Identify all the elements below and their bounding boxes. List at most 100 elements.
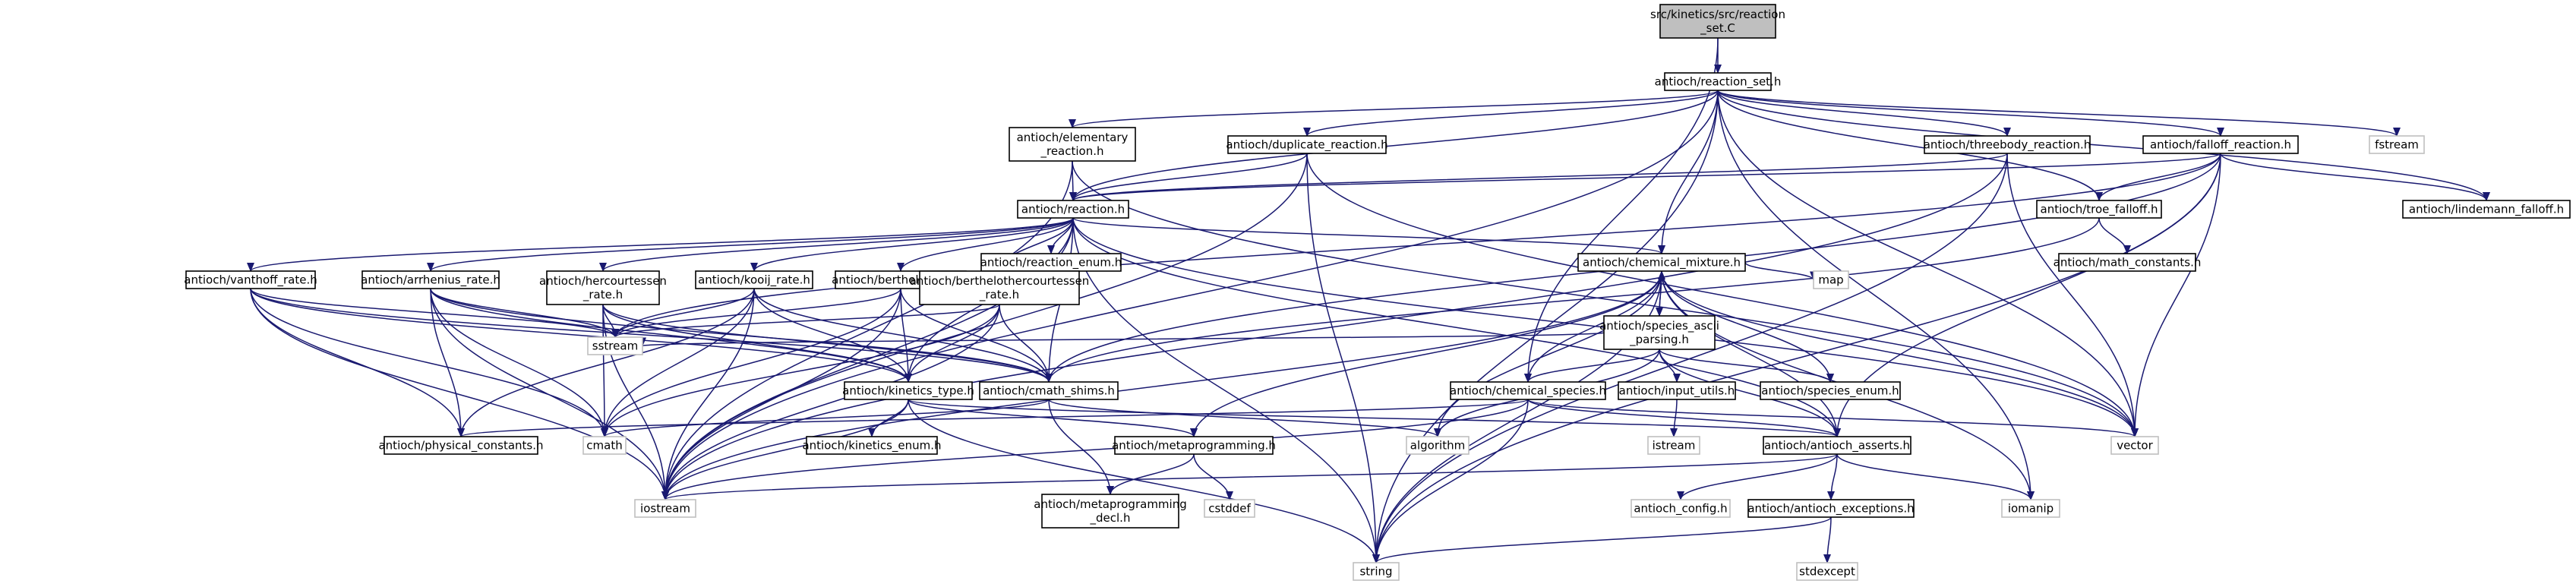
node-box xyxy=(1577,253,1746,272)
edge-kinetics_type-to-kinetics_enum xyxy=(868,399,909,437)
edge-arrhenius-to-physical_constants xyxy=(430,288,465,437)
node-box xyxy=(1603,315,1716,350)
node-cmath-shims[interactable]: antioch/cmath_shims.h xyxy=(979,381,1119,400)
node-physical-constants[interactable]: antioch/physical_constants.h xyxy=(378,436,544,455)
edge-arrow xyxy=(1524,349,1660,383)
node-box xyxy=(1227,135,1387,154)
edge-arrow xyxy=(1303,90,1719,137)
edge-arrow xyxy=(602,304,912,383)
edge-falloff-to-troe xyxy=(2095,153,2221,201)
edge-arrow xyxy=(430,288,669,500)
node-label: antioch/troe_falloff.h xyxy=(2041,203,2158,217)
node-box xyxy=(1618,381,1736,400)
node-species-ascii[interactable]: antioch/species_ascii_parsing.h xyxy=(1599,315,1719,350)
node-reaction-enum[interactable]: antioch/reaction_enum.h xyxy=(980,253,1122,272)
node-math-constants[interactable]: antioch/math_constants.h xyxy=(2054,253,2202,272)
node-label: antioch/math_constants.h xyxy=(2054,256,2202,270)
node-label: istream xyxy=(1653,439,1696,453)
edge-kinetics_type-to-string xyxy=(908,399,1380,563)
node-iostream: iostream xyxy=(634,499,696,518)
edge-chemical_mixture-to-species_enum xyxy=(1661,270,1834,383)
node-species-enum[interactable]: antioch/species_enum.h xyxy=(1760,381,1901,400)
edge-reaction_set-to-duplicate xyxy=(1303,90,1719,137)
node-metaprogramming-decl[interactable]: antioch/metaprogramming_decl.h xyxy=(1034,494,1187,529)
node-arrhenius[interactable]: antioch/arrhenius_rate.h xyxy=(361,270,500,289)
edge-vanthoff-to-cmath_shims xyxy=(250,288,1053,383)
node-antioch-exceptions[interactable]: antioch/antioch_exceptions.h xyxy=(1747,499,1915,518)
edge-chemical_species-to-physical_constants xyxy=(457,399,1529,437)
edge-arrow xyxy=(908,399,1841,437)
edge-threebody-to-string xyxy=(1372,153,2008,563)
node-berthelothercourtessen[interactable]: antioch/berthelothercourtessen_rate.h xyxy=(910,270,1090,305)
node-label: antioch/reaction.h xyxy=(1021,203,1125,216)
node-vanthoff[interactable]: antioch/vanthoff_rate.h xyxy=(184,270,317,289)
edge-arrow xyxy=(457,399,1529,437)
edge-troe-to-math_constants xyxy=(2098,217,2131,254)
node-threebody[interactable]: antioch/threebody_reaction.h xyxy=(1924,135,2091,154)
edge-arrow xyxy=(250,288,608,437)
node-antioch-asserts[interactable]: antioch/antioch_asserts.h xyxy=(1763,436,1911,455)
node-input-utils[interactable]: antioch/input_utils.h xyxy=(1618,381,1736,400)
node-reaction-set[interactable]: antioch/reaction_set.h xyxy=(1655,72,1782,91)
edge-arrow xyxy=(1661,270,1841,437)
edge-arrow xyxy=(661,288,901,500)
node-fstream: fstream xyxy=(2369,135,2425,154)
edge-falloff-to-lindemann xyxy=(2220,153,2490,201)
node-hercourtessen[interactable]: antioch/hercourtessen_rate.h xyxy=(539,270,667,305)
edge-chemical_species-to-vector xyxy=(1527,399,2139,437)
edge-reaction_set-to-troe xyxy=(1717,90,2103,201)
edge-arrow xyxy=(1659,349,1834,383)
node-label: antioch/physical_constants.h xyxy=(378,439,543,453)
edge-arrow xyxy=(2131,153,2221,437)
node-falloff[interactable]: antioch/falloff_reaction.h xyxy=(2142,135,2299,154)
edge-arrow xyxy=(430,288,465,437)
edge-metaprogramming-to-metaprogramming_decl xyxy=(1106,453,1195,495)
node-reaction[interactable]: antioch/reaction.h xyxy=(1017,200,1129,219)
edge-threebody-to-vector xyxy=(2006,153,2139,437)
node-troe[interactable]: antioch/troe_falloff.h xyxy=(2036,200,2162,219)
edge-arrow xyxy=(601,288,755,437)
edge-arrhenius-to-sstream xyxy=(430,288,619,338)
node-lindemann[interactable]: antioch/lindemann_falloff.h xyxy=(2402,200,2571,219)
edge-chemical_species-to-antioch_asserts xyxy=(1527,399,1841,437)
node-label: cmath xyxy=(586,439,622,453)
node-box xyxy=(1659,4,1776,39)
node-duplicate[interactable]: antioch/duplicate_reaction.h xyxy=(1226,135,1388,154)
edge-arrow xyxy=(1527,399,2139,437)
node-main[interactable]: src/kinetics/src/reaction_set.C xyxy=(1650,4,1785,39)
node-label: stdexcept xyxy=(1799,565,1855,579)
node-label: antioch/falloff_reaction.h xyxy=(2150,138,2291,153)
edge-arrow xyxy=(1190,270,1662,437)
node-box xyxy=(185,270,316,289)
node-label: antioch/metaprogramming.h xyxy=(1112,439,1276,453)
edge-falloff-to-vector xyxy=(2131,153,2221,437)
edge-arrhenius-to-cmath xyxy=(430,288,608,437)
node-kinetics-type[interactable]: antioch/kinetics_type.h xyxy=(842,381,974,400)
edge-input_utils-to-istream xyxy=(1670,399,1678,437)
edge-arrow xyxy=(1717,90,2011,137)
node-chemical-species[interactable]: antioch/chemical_species.h xyxy=(1450,381,1606,400)
node-kinetics-enum[interactable]: antioch/kinetics_enum.h xyxy=(802,436,942,455)
edge-berthelothercourtessen-to-kinetics_type xyxy=(904,304,1000,383)
edge-reaction-to-hercourtessen xyxy=(599,217,1074,272)
node-label: _rate.h xyxy=(582,288,623,302)
edge-species_ascii-to-antioch_asserts xyxy=(1659,349,1841,437)
node-box xyxy=(1114,436,1274,455)
edge-berthelothercourtessen-to-iostream xyxy=(661,304,1000,500)
node-box xyxy=(361,270,500,289)
edge-reaction_set-to-falloff xyxy=(1717,90,2224,137)
edge-berthelot-to-cmath xyxy=(601,288,901,437)
edge-arrow xyxy=(1827,453,1838,500)
edge-threebody-to-iostream xyxy=(661,153,2008,500)
node-kooij[interactable]: antioch/kooij_rate.h xyxy=(695,270,813,289)
edge-kinetics_type-to-metaprogramming xyxy=(908,399,1198,437)
node-chemical-mixture[interactable]: antioch/chemical_mixture.h xyxy=(1577,253,1746,272)
edge-reaction_set-to-threebody xyxy=(1717,90,2011,137)
node-elementary[interactable]: antioch/elementary_reaction.h xyxy=(1009,127,1136,162)
node-label: _rate.h xyxy=(979,288,1019,302)
edge-arrow xyxy=(1069,90,1719,201)
edge-arrow xyxy=(661,160,1073,500)
node-label: iostream xyxy=(640,502,690,516)
node-metaprogramming[interactable]: antioch/metaprogramming.h xyxy=(1112,436,1276,455)
